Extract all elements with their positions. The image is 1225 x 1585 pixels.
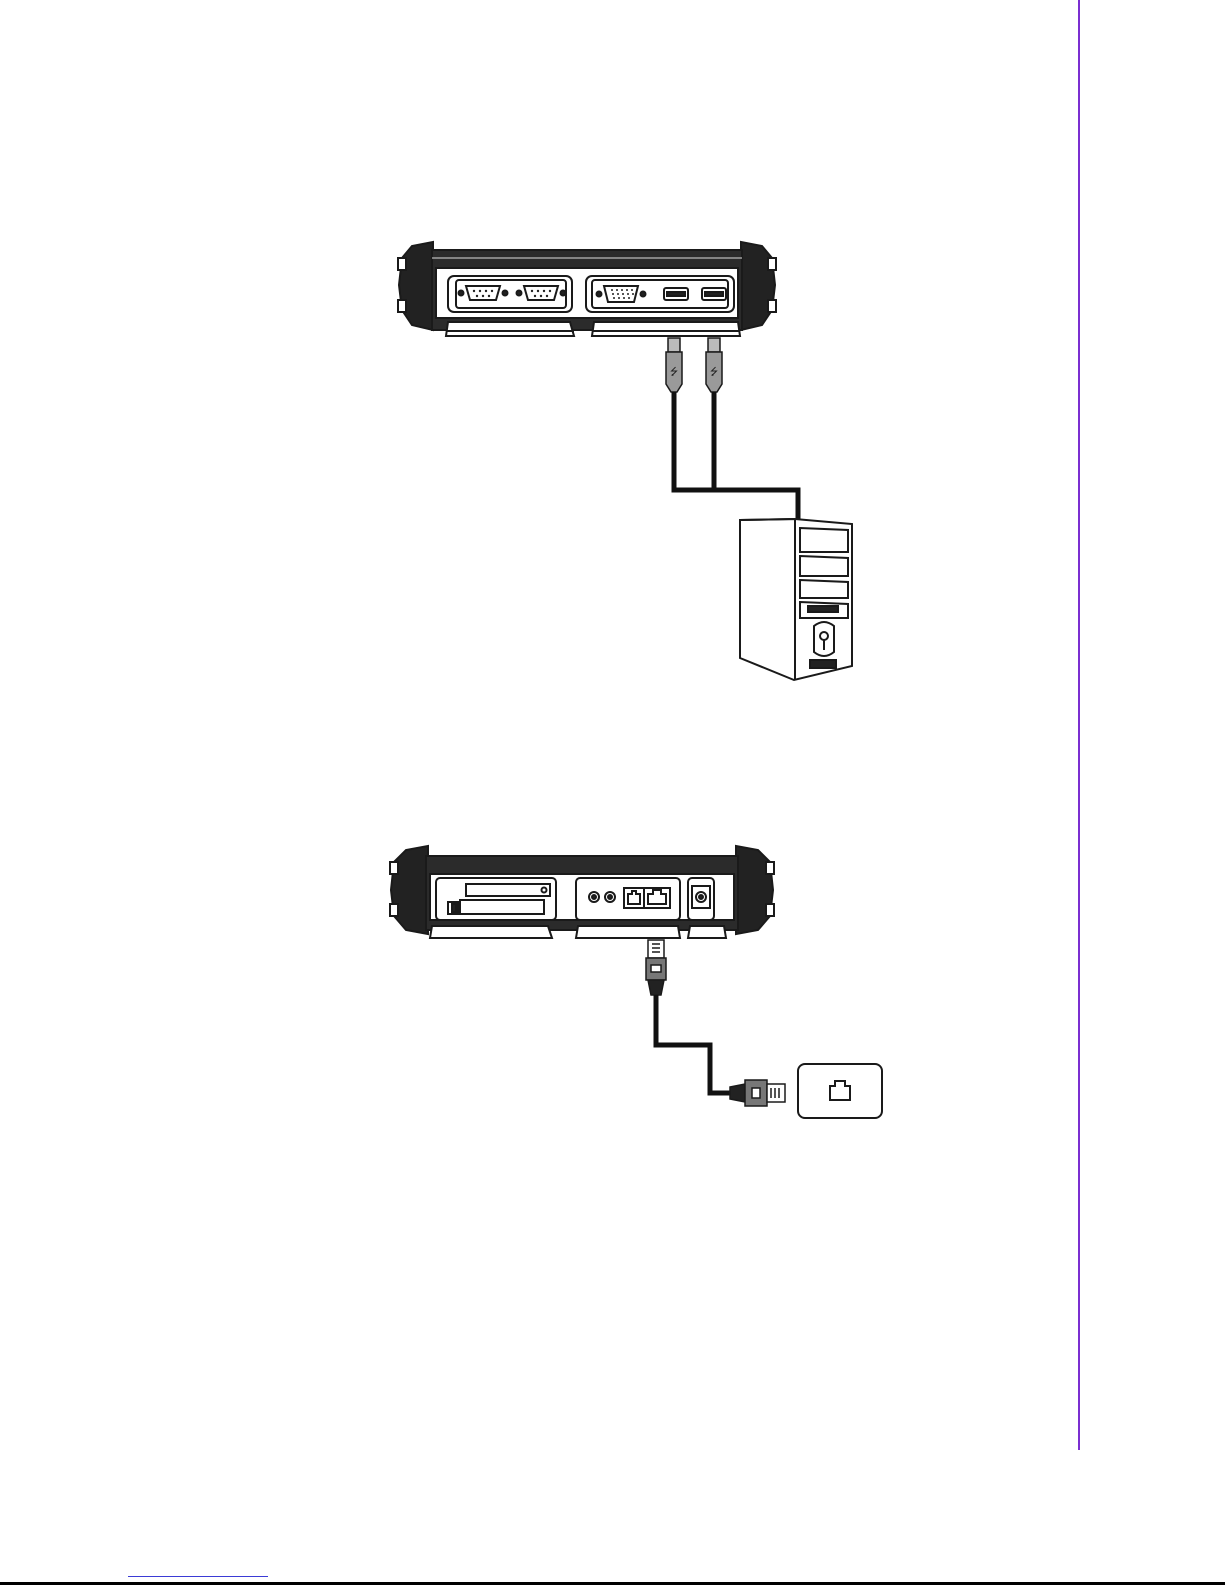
lan-cable — [656, 995, 730, 1093]
wall-lan-jack — [798, 1064, 882, 1118]
rj45-plug — [730, 1080, 785, 1106]
lan-connection-diagram — [0, 0, 1225, 1150]
footer-link-underline — [128, 1576, 268, 1577]
rj45-plug — [646, 940, 666, 995]
